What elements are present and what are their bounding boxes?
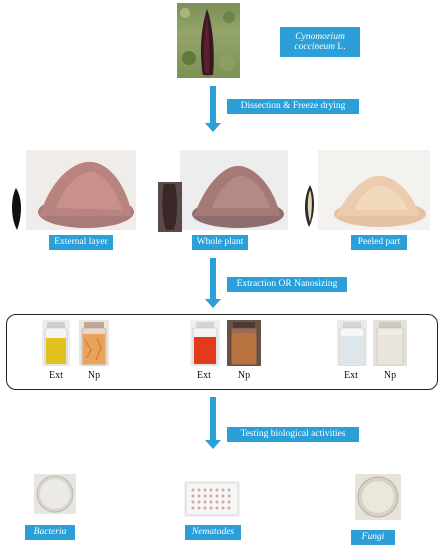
plant-photo [177,3,240,78]
vial-ext-whole [190,320,220,366]
external-layer-sliver [8,187,26,231]
vial-np-external [79,320,109,366]
arrow-down-1 [205,86,221,132]
vial-np-whole [227,320,261,366]
nematodes-well-plate [184,481,240,517]
vial-caption-ext-3: Ext [344,370,358,381]
vial-caption-np-3: Np [383,370,397,381]
peeled-part-sliver [301,184,319,228]
plant-name-label: Cynomorium coccineum L. [280,27,360,57]
vial-caption-np-1: Np [87,370,101,381]
plant-author: L. [335,42,346,52]
vial-ext-peeled [337,320,367,366]
organism-label-bacteria: Bacteria [25,525,75,540]
arrow-down-3 [205,397,221,449]
peeled-part-photo [318,150,430,230]
vial-caption-ext-2: Ext [197,370,211,381]
vial-caption-ext-1: Ext [49,370,63,381]
step-extraction-label: Extraction OR Nanosizing [227,277,347,292]
sample-label-whole-plant: Whole plant [192,235,248,250]
plant-name-line2: coccineum L. [294,42,345,52]
step-testing-label: Testing biological activities [227,427,359,442]
vial-ext-external [42,320,70,366]
arrow-down-2 [205,258,221,308]
plant-species: coccineum [294,42,336,52]
vial-np-peeled [373,320,407,366]
external-layer-photo [26,150,136,230]
step-dissection-label: Dissection & Freeze drying [227,99,359,114]
vial-caption-np-2: Np [237,370,251,381]
whole-plant-photo [180,150,288,230]
organism-label-nematodes: Nematodes [185,525,241,540]
bacteria-petri-dish [34,474,76,514]
whole-plant-stalk [158,182,182,232]
vials-panel [6,314,438,390]
sample-label-peeled-part: Peeled part [351,235,407,250]
organism-label-fungi: Fungi [351,530,395,545]
fungi-petri-dish [355,474,401,520]
sample-label-external-layer: External layer [49,235,113,250]
plant-name-line1: Cynomorium [295,31,345,42]
